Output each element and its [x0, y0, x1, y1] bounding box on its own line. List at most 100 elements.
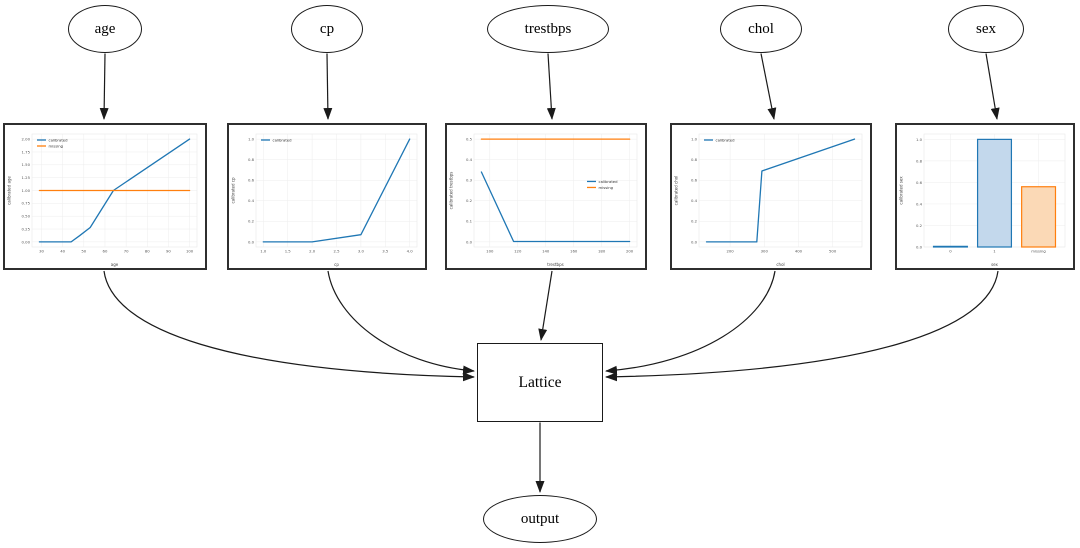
svg-text:0.3: 0.3	[466, 178, 473, 183]
svg-text:1.75: 1.75	[22, 149, 31, 154]
svg-text:200: 200	[726, 249, 734, 254]
lattice-node-label: Lattice	[518, 373, 562, 391]
input-node-chol-label: chol	[748, 20, 774, 37]
svg-text:missing: missing	[49, 143, 64, 148]
svg-text:2.0: 2.0	[309, 249, 316, 254]
svg-text:0.4: 0.4	[916, 201, 923, 206]
svg-text:trestbps: trestbps	[547, 262, 563, 267]
svg-text:0.2: 0.2	[466, 198, 473, 203]
svg-text:calibrated chol: calibrated chol	[674, 176, 679, 206]
output-node-label: output	[520, 510, 560, 527]
svg-text:0.4: 0.4	[466, 157, 473, 162]
svg-text:sex: sex	[991, 262, 998, 267]
svg-text:calibrated: calibrated	[49, 137, 69, 142]
input-node-age-label: age	[94, 20, 116, 37]
edge-cp-to-chart	[323, 53, 333, 120]
edge-chol-to-chart	[760, 53, 777, 120]
svg-text:160: 160	[570, 249, 578, 254]
input-node-chol: chol	[720, 5, 802, 53]
svg-text:age: age	[111, 262, 119, 267]
svg-text:1.0: 1.0	[691, 137, 698, 142]
svg-text:0.2: 0.2	[916, 223, 923, 228]
svg-text:1.0: 1.0	[260, 249, 267, 254]
svg-text:calibrated: calibrated	[599, 179, 619, 184]
edge-age-chart-to-lattice	[103, 270, 475, 382]
svg-text:calibrated: calibrated	[716, 137, 736, 142]
svg-text:0.0: 0.0	[916, 244, 923, 249]
svg-text:1.50: 1.50	[22, 162, 31, 167]
svg-text:40: 40	[60, 249, 65, 254]
svg-text:0.8: 0.8	[248, 157, 255, 162]
svg-text:chol: chol	[776, 262, 784, 267]
svg-text:30: 30	[39, 249, 44, 254]
svg-text:0.75: 0.75	[22, 201, 31, 206]
svg-text:0.2: 0.2	[248, 219, 255, 224]
svg-text:calibrated trestbps: calibrated trestbps	[449, 172, 454, 210]
svg-text:cp: cp	[334, 262, 339, 267]
svg-text:180: 180	[598, 249, 606, 254]
svg-text:0.8: 0.8	[691, 157, 698, 162]
svg-text:0.1: 0.1	[466, 219, 473, 224]
output-node: output	[483, 495, 597, 543]
svg-text:300: 300	[761, 249, 769, 254]
svg-text:3.0: 3.0	[358, 249, 365, 254]
svg-text:calibrated age: calibrated age	[7, 176, 12, 205]
svg-text:0.6: 0.6	[916, 180, 923, 185]
svg-text:500: 500	[829, 249, 837, 254]
svg-text:0.4: 0.4	[248, 198, 255, 203]
svg-text:1.5: 1.5	[285, 249, 292, 254]
svg-text:70: 70	[124, 249, 129, 254]
input-node-sex-label: sex	[976, 20, 996, 37]
input-node-sex: sex	[948, 5, 1024, 53]
svg-text:calibrated: calibrated	[273, 137, 293, 142]
svg-text:140: 140	[542, 249, 550, 254]
svg-text:0.8: 0.8	[916, 158, 923, 163]
edge-chol-chart-to-lattice	[605, 270, 776, 375]
svg-text:1.0: 1.0	[248, 137, 255, 142]
svg-text:0.6: 0.6	[248, 178, 255, 183]
svg-text:100: 100	[486, 249, 494, 254]
edge-sex-to-chart	[985, 53, 1000, 120]
svg-text:1: 1	[993, 249, 996, 254]
svg-text:90: 90	[166, 249, 171, 254]
svg-text:1.00: 1.00	[22, 188, 31, 193]
svg-text:0: 0	[949, 249, 952, 254]
edge-trestbps-to-chart	[546, 53, 556, 120]
svg-text:1.0: 1.0	[916, 137, 923, 142]
svg-text:0.2: 0.2	[691, 219, 698, 224]
svg-text:120: 120	[514, 249, 522, 254]
svg-text:2.00: 2.00	[22, 137, 31, 142]
svg-text:200: 200	[626, 249, 634, 254]
lattice-node: Lattice	[477, 343, 603, 422]
svg-text:0.50: 0.50	[22, 214, 31, 219]
svg-text:0.5: 0.5	[466, 137, 473, 142]
svg-text:0.0: 0.0	[248, 239, 255, 244]
edge-trestbps-chart-to-lattice	[538, 270, 553, 341]
edge-cp-chart-to-lattice	[327, 270, 475, 375]
svg-text:0.0: 0.0	[466, 239, 473, 244]
svg-text:4.0: 4.0	[407, 249, 414, 254]
svg-text:80: 80	[145, 249, 150, 254]
svg-text:0.4: 0.4	[691, 198, 698, 203]
svg-text:100: 100	[186, 249, 194, 254]
svg-text:1.25: 1.25	[22, 175, 31, 180]
input-node-trestbps: trestbps	[487, 5, 609, 53]
input-node-cp: cp	[291, 5, 363, 53]
svg-text:0.0: 0.0	[691, 239, 698, 244]
svg-text:missing: missing	[1031, 249, 1046, 254]
input-node-age: age	[68, 5, 142, 53]
svg-text:calibrated cp: calibrated cp	[231, 177, 236, 204]
svg-text:0.00: 0.00	[22, 239, 31, 244]
edge-age-to-chart	[99, 53, 109, 120]
trestbps-calibration-chart-box: 100 120 140 160 180 200 0.0 0.1 0.2 0.3 0.4 0.5 tres…	[445, 123, 647, 270]
